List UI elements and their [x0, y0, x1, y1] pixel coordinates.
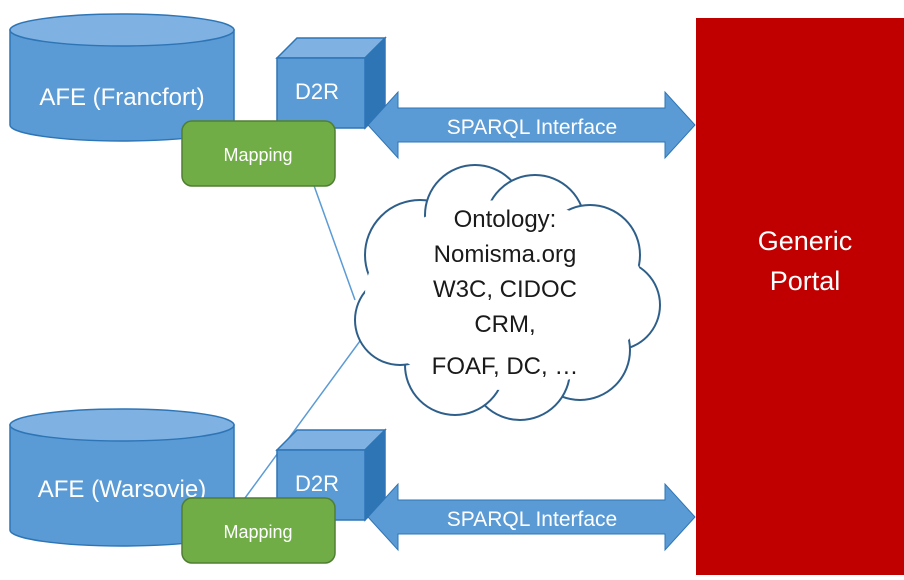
- mapping-label-francfort: Mapping: [223, 145, 292, 165]
- mapping-box-francfort: Mapping: [181, 120, 336, 187]
- ontology-cloud: Ontology: Nomisma.org W3C, CIDOC CRM, FO…: [354, 164, 661, 421]
- portal-label-line-1: Generic: [758, 226, 853, 256]
- sparql-interface-label-francfort: SPARQL Interface: [447, 116, 617, 139]
- database-cylinder-francfort: AFE (Francfort): [9, 13, 235, 142]
- portal-box: [696, 18, 904, 575]
- ontology-line-4: CRM,: [474, 311, 535, 338]
- sparql-interface-label-warsovie: SPARQL Interface: [447, 508, 617, 531]
- d2r-label-warsovie: D2R: [295, 471, 339, 496]
- ontology-line-2: Nomisma.org: [434, 241, 577, 268]
- sparql-interface-arrow-warsovie: SPARQL Interface: [367, 482, 696, 552]
- mapping-label-warsovie: Mapping: [223, 522, 292, 542]
- database-cylinder-warsovie: AFE (Warsovie): [9, 408, 235, 547]
- generic-portal: Generic Portal: [696, 18, 904, 575]
- d2r-label-francfort: D2R: [295, 79, 339, 104]
- d2r-cube-warsovie: D2R: [275, 428, 387, 522]
- sparql-interface-arrow-francfort: SPARQL Interface: [367, 90, 696, 160]
- database-group-francfort: AFE (Francfort) D2R SPARQL Interface Map…: [9, 13, 696, 187]
- database-label-warsovie: AFE (Warsovie): [38, 476, 206, 503]
- database-label-francfort: AFE (Francfort): [39, 84, 204, 111]
- ontology-line-1: Ontology:: [454, 206, 557, 233]
- d2r-cube-francfort: D2R: [275, 36, 387, 130]
- ontology-line-3: W3C, CIDOC: [433, 276, 577, 303]
- portal-label-line-2: Portal: [770, 266, 841, 296]
- mapping-box-warsovie: Mapping: [181, 497, 336, 564]
- connector-francfort-ontology: [311, 179, 356, 301]
- ontology-line-5: FOAF, DC, …: [432, 353, 579, 380]
- database-group-warsovie: AFE (Warsovie) D2R SPARQL Interface Mapp…: [9, 408, 696, 564]
